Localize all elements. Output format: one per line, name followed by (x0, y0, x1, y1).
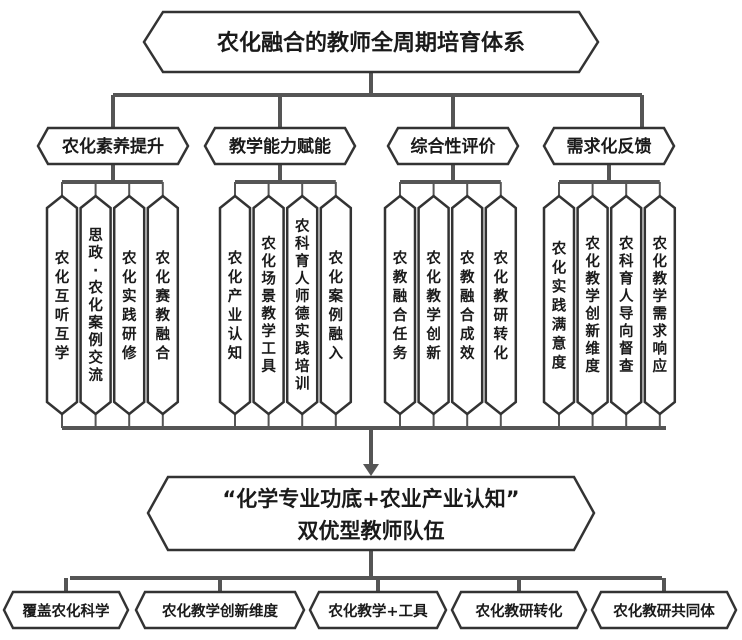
item-pill-label: 农化教学创新 (425, 249, 441, 362)
outcome-label: 农化教学+工具 (327, 602, 428, 620)
item-pill-label: 思政·农化案例交流 (87, 227, 103, 384)
item-pill-label: 农化案例融入 (328, 249, 344, 362)
item-pill: 农化产业认知 (218, 194, 252, 416)
item-pill: 农化教学需求响应 (643, 194, 677, 416)
category-label: 教学能力赋能 (228, 136, 331, 157)
category-label: 综合性评价 (411, 136, 497, 157)
outcome-label: 农化教研转化 (475, 602, 563, 620)
item-pill-label: 农化实践研修 (121, 249, 137, 362)
item-pill: 农化案例融入 (319, 194, 353, 416)
item-pill-label: 农化互听互学 (54, 249, 70, 362)
item-pill: 思政·农化案例交流 (79, 194, 112, 416)
outcome-label: 覆盖农化科学 (23, 602, 110, 620)
outcome-box: 农化教研共同体 (590, 590, 738, 630)
category-box (542, 126, 676, 166)
outcome-label: 农化教学创新维度 (161, 602, 278, 620)
outcome-row: 覆盖农化科学 农化教学创新维度 农化教学+工具 农化教研转化 农化教研共同体 (2, 590, 738, 630)
item-pill-label: 农化教学创新维度 (584, 235, 600, 375)
category-box (386, 126, 520, 166)
item-pill: 农化实践研修 (112, 194, 146, 416)
category-label: 农化素养提升 (61, 136, 164, 157)
connector-lines (61, 72, 666, 580)
system-title-box: 农化融合的教师全周期培育体系 (142, 10, 600, 74)
goal-box: “化学专业功底+农业产业认知” 双优型教师队伍 (146, 475, 596, 552)
item-pill: 农教融合任务 (383, 194, 417, 416)
item-pill-label: 农教融合任务 (392, 249, 408, 362)
outcome-box: 农化教学创新维度 (134, 590, 306, 630)
outcome-box: 农化教研转化 (450, 590, 588, 630)
item-pill: 农科育人师德实践培训 (285, 194, 319, 416)
item-pill: 农科育人导向督查 (609, 194, 643, 416)
category-box (203, 126, 357, 166)
category-label: 需求化反馈 (567, 136, 652, 157)
item-pill-label: 农化赛教融合 (155, 249, 171, 362)
item-pill: 农化互听互学 (45, 194, 79, 416)
item-pill-label: 农化产业认知 (227, 249, 243, 362)
category-box (36, 126, 190, 166)
item-pill-label: 农化教学需求响应 (652, 235, 668, 375)
item-pill: 农教融合成效 (450, 194, 484, 416)
item-pill: 农化教研转化 (484, 194, 518, 416)
item-pill-label: 农化实践满意度 (551, 239, 567, 371)
item-pill-label: 农科育人师德实践培训 (294, 217, 310, 392)
item-pill: 农化教学创新 (417, 194, 450, 416)
goal-line-2: 双优型教师队伍 (298, 519, 445, 543)
system-title: 农化融合的教师全周期培育体系 (216, 30, 525, 56)
item-pill-label: 农科育人导向督查 (618, 235, 634, 375)
outcome-label: 农化教研共同体 (612, 602, 715, 620)
outcome-box: 覆盖农化科学 (2, 590, 130, 630)
item-pill-label: 农教融合成效 (459, 249, 475, 362)
category-groups: 农化素养提升农化互听互学思政·农化案例交流农化实践研修农化赛教融合教学能力赋能农… (36, 126, 677, 416)
item-pill-label: 农化场景教学工具 (260, 235, 276, 375)
item-pill: 农化场景教学工具 (252, 194, 285, 416)
item-pill-label: 农化教研转化 (493, 249, 509, 362)
item-pill: 农化赛教融合 (146, 194, 180, 416)
goal-line-1: “化学专业功底+农业产业认知” (222, 487, 519, 511)
item-pill: 农化教学创新维度 (576, 194, 609, 416)
outcome-box: 农化教学+工具 (308, 590, 448, 630)
item-pill: 农化实践满意度 (542, 194, 576, 416)
